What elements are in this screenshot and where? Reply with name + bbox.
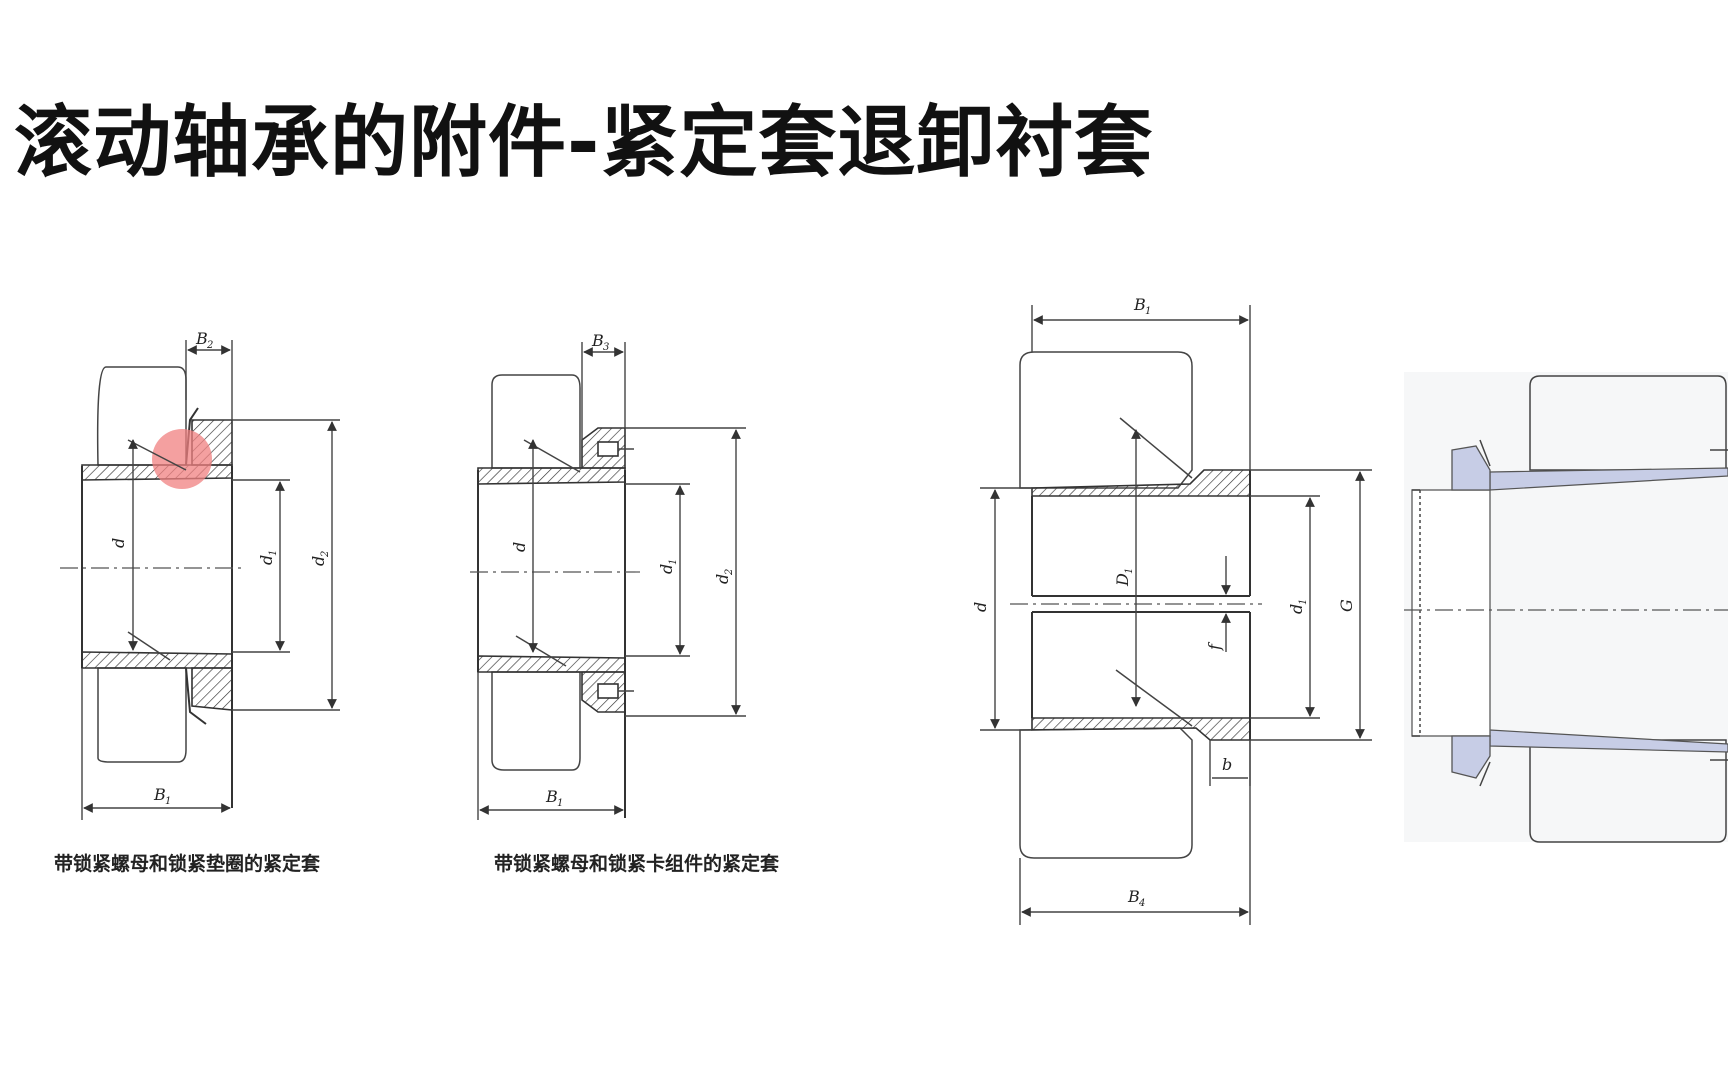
- label-B1: B: [545, 787, 558, 806]
- label-B4: B: [1127, 887, 1140, 906]
- lock-nut-top: [1451, 445, 1491, 491]
- lock-clip-top: [597, 441, 619, 457]
- figure-adapter-sleeve-lock-clip: d d 1 d 2 B 3 B 1 带锁紧螺母和锁紧卡组件的紧定套: [470, 331, 780, 875]
- sleeve-wall-top: [1031, 469, 1251, 497]
- svg-text:1: 1: [1298, 599, 1309, 605]
- label-d2: d: [713, 574, 732, 584]
- bearing-outline-top: [96, 366, 187, 466]
- figure-adapter-sleeve-lock-washer: d d 1 d 2 B 2 B 1 带锁紧螺母和锁紧垫圈的紧定套: [54, 329, 340, 875]
- label-d1: d: [1287, 604, 1306, 614]
- label-B2: B: [195, 329, 208, 348]
- thread-section: [1411, 489, 1491, 737]
- svg-text:1: 1: [668, 559, 679, 565]
- svg-text:4: 4: [1138, 898, 1145, 909]
- figure-withdrawal-sleeve: B 1 d D 1 f d 1 G b: [971, 295, 1372, 925]
- label-B1: B: [153, 785, 166, 804]
- svg-text:1: 1: [557, 798, 563, 809]
- sleeve-wall-bottom: [81, 651, 233, 669]
- label-d2: d: [309, 556, 328, 566]
- bearing-outline-bottom: [1019, 727, 1193, 859]
- label-B3: B: [591, 331, 604, 350]
- label-D1: D: [1113, 573, 1132, 587]
- figure-rendered-sleeve: [1404, 372, 1728, 843]
- svg-text:3: 3: [603, 342, 609, 353]
- lock-nut-bottom: [1451, 735, 1491, 779]
- bearing-outline-bottom: [97, 667, 187, 763]
- svg-text:2: 2: [724, 569, 735, 576]
- svg-text:1: 1: [1145, 306, 1151, 317]
- bearing-ring-top: [1529, 375, 1727, 471]
- figure-caption: 带锁紧螺母和锁紧垫圈的紧定套: [54, 852, 321, 875]
- svg-text:2: 2: [206, 340, 213, 351]
- label-f: f: [1205, 641, 1224, 651]
- label-G: G: [1337, 599, 1356, 612]
- lock-clip-bottom: [597, 683, 619, 699]
- lock-nut-bottom: [191, 667, 233, 711]
- svg-text:1: 1: [165, 796, 171, 807]
- label-b: b: [1222, 755, 1232, 774]
- page-title: 滚动轴承的附件-紧定套退卸衬套: [14, 98, 1154, 188]
- label-d: d: [109, 538, 128, 548]
- lock-washer-tab-bottom: [185, 667, 207, 725]
- svg-text:1: 1: [1124, 568, 1135, 574]
- label-d1: d: [257, 555, 276, 565]
- svg-text:1: 1: [268, 550, 279, 556]
- bearing-outline-top: [1019, 351, 1193, 489]
- figure-caption: 带锁紧螺母和锁紧卡组件的紧定套: [494, 852, 780, 875]
- sleeve-wall-bottom: [1031, 717, 1251, 741]
- label-d1: d: [657, 564, 676, 574]
- bearing-outline-top: [491, 374, 581, 469]
- sleeve-wall-top: [477, 467, 626, 485]
- bearing-ring-bottom: [1529, 739, 1727, 843]
- label-d: d: [971, 602, 990, 612]
- sleeve-wall-bottom: [477, 655, 626, 673]
- bearing-outline-bottom: [491, 671, 581, 771]
- label-d: d: [510, 542, 529, 552]
- highlight-marker: [152, 429, 212, 489]
- svg-text:2: 2: [320, 551, 331, 558]
- label-B1: B: [1133, 295, 1146, 314]
